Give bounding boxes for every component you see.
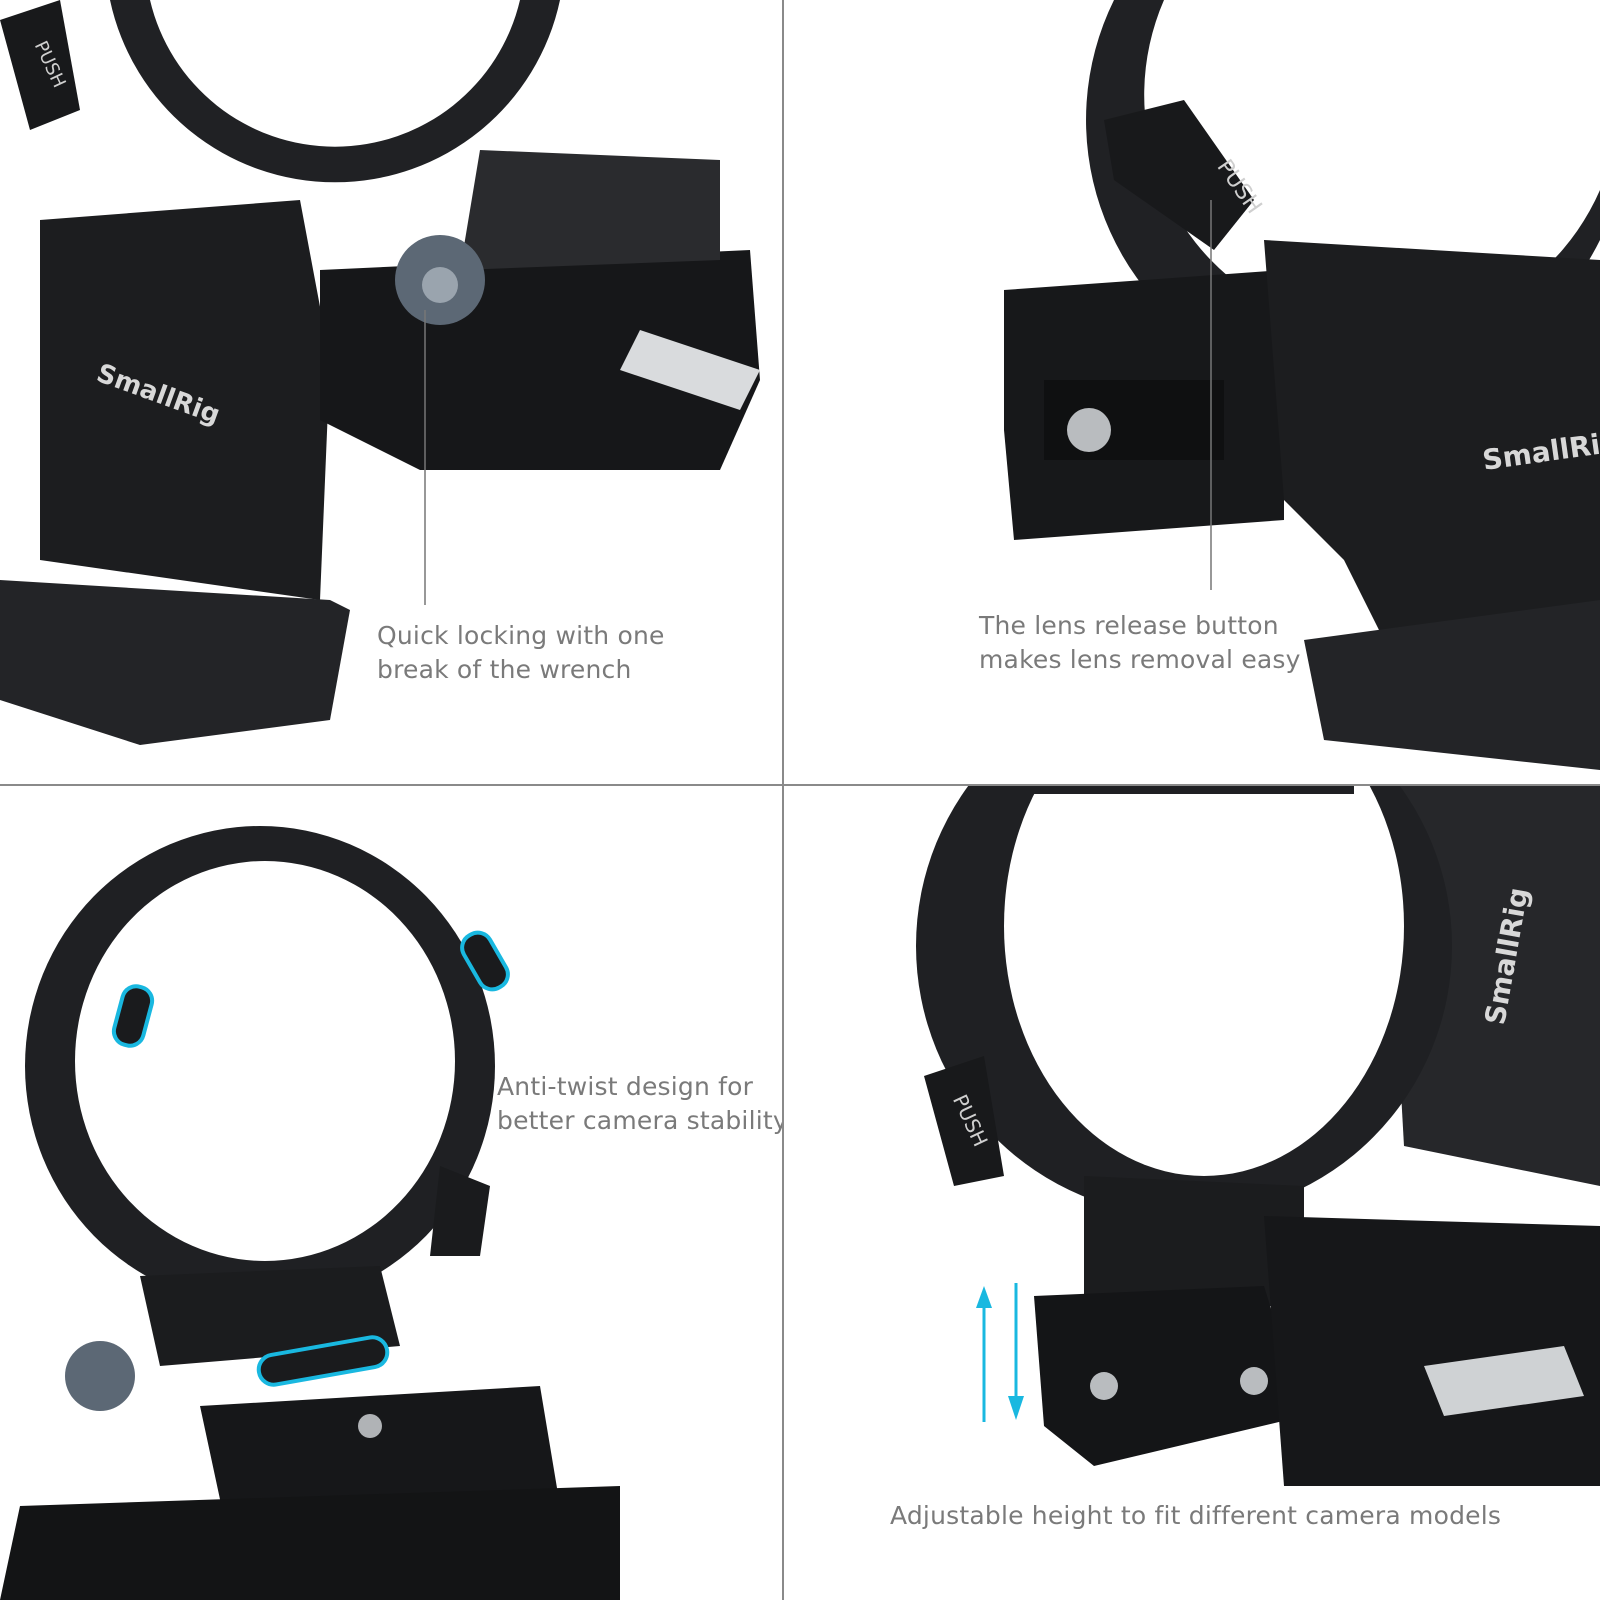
caption-line: better camera stability — [497, 1106, 783, 1135]
panel-adjustable-height: PUSH SmallRig Adjustable height to fit d… — [784, 786, 1600, 1600]
vertical-divider — [782, 0, 784, 1600]
caption-line: makes lens removal easy — [979, 645, 1301, 674]
caption-anti-twist: Anti-twist design for better camera stab… — [497, 1070, 783, 1138]
caption-line: Adjustable height to fit different camer… — [890, 1501, 1502, 1530]
anti-twist-product-photo — [0, 826, 620, 1600]
panel-lens-release: PUSH SmallRig The lens release button ma… — [784, 0, 1600, 785]
horizontal-divider — [0, 784, 1600, 786]
panel-quick-lock: PUSH SmallRig Quick locking with one bre… — [0, 0, 783, 785]
panel-anti-twist: Anti-twist design for better camera stab… — [0, 786, 783, 1600]
adjustable-height-product-photo: PUSH SmallRig — [916, 786, 1600, 1486]
wrench-lock-product-photo: PUSH SmallRig — [0, 0, 760, 745]
caption-adjustable-height: Adjustable height to fit different camer… — [890, 1499, 1501, 1533]
caption-lens-release: The lens release button makes lens remov… — [979, 609, 1301, 677]
up-down-arrows-icon — [976, 1283, 1024, 1422]
caption-quick-lock: Quick locking with one break of the wren… — [377, 619, 665, 687]
lens-release-product-photo: PUSH SmallRig — [1004, 0, 1600, 770]
caption-line: Anti-twist design for — [497, 1072, 754, 1101]
caption-line: Quick locking with one — [377, 621, 665, 650]
caption-line: break of the wrench — [377, 655, 632, 684]
caption-line: The lens release button — [979, 611, 1279, 640]
